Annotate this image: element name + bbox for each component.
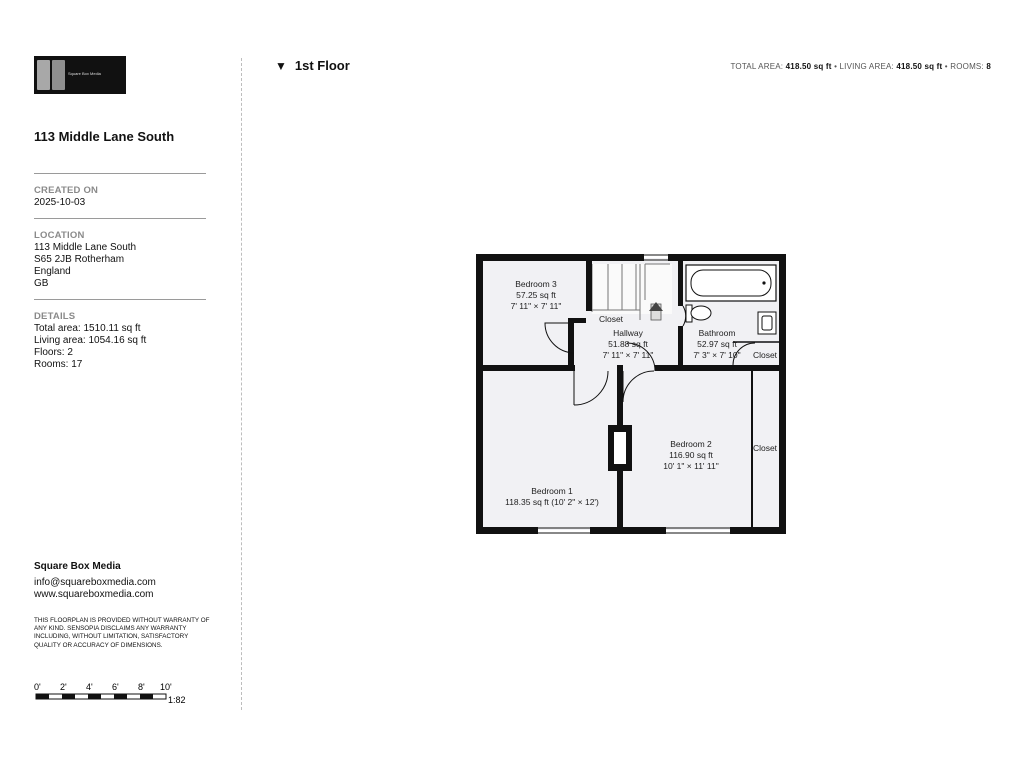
disclaimer-text: THIS FLOORPLAN IS PROVIDED WITHOUT WARRA… xyxy=(34,617,210,649)
hallway-dims: 7' 11" × 7' 11" xyxy=(603,350,654,360)
location-section: LOCATION 113 Middle Lane South S65 2JB R… xyxy=(34,230,136,290)
scale-tick-label: 2' xyxy=(60,682,67,692)
location-line: S65 2JB Rotherham xyxy=(34,254,125,265)
created-section: CREATED ON 2025-10-03 xyxy=(34,185,98,209)
floor-selector[interactable]: ▼ 1st Floor xyxy=(275,58,350,73)
company-logo: Square Box Media xyxy=(34,56,126,94)
details-line: Total area: 1510.11 sq ft xyxy=(34,323,141,334)
doors xyxy=(544,305,756,406)
scale-bar: 0' 2' 4' 6' 8' 10' 1:82 xyxy=(34,682,186,705)
exterior-walls xyxy=(476,254,786,534)
company-email: info@squareboxmedia.com xyxy=(34,577,156,588)
rooms-value: 8 xyxy=(986,62,991,71)
bedroom3-dims: 7' 11" × 7' 11" xyxy=(511,301,562,311)
hallway-area: 51.88 sq ft xyxy=(608,339,648,349)
bathroom-dims: 7' 3" × 7' 10" xyxy=(693,350,740,360)
logo-text: Square Box Media xyxy=(68,71,101,76)
bedroom3-name: Bedroom 3 xyxy=(515,279,557,289)
rooms-label: ROOMS: xyxy=(950,62,984,71)
details-line: Floors: 2 xyxy=(34,347,73,358)
scale-ratio: 1:82 xyxy=(168,695,186,705)
bedroom2-name: Bedroom 2 xyxy=(670,439,712,449)
scale-tick-label: 0' xyxy=(34,682,41,692)
company-website: www.squareboxmedia.com xyxy=(34,589,154,600)
toilet-icon xyxy=(685,304,712,323)
details-line: Rooms: 17 xyxy=(34,359,83,370)
created-value: 2025-10-03 xyxy=(34,197,86,208)
summary-separator: • xyxy=(944,62,948,71)
bedroom2-dims: 10' 1" × 11' 11" xyxy=(663,461,719,471)
hallway-name: Hallway xyxy=(613,328,644,338)
bedroom1-area-dims: 118.35 sq ft (10' 2" × 12') xyxy=(505,497,599,507)
scale-tick-label: 10' xyxy=(160,682,172,692)
total-area-label: TOTAL AREA: xyxy=(730,62,784,71)
total-area-value: 418.50 sq ft xyxy=(785,62,832,71)
closet-label: Closet xyxy=(753,443,778,453)
floor-summary: TOTAL AREA: 418.50 sq ft • LIVING AREA: … xyxy=(730,62,991,71)
details-line: Living area: 1054.16 sq ft xyxy=(34,335,147,346)
details-section: DETAILS Total area: 1510.11 sq ft Living… xyxy=(34,311,146,371)
living-area-label: LIVING AREA: xyxy=(839,62,894,71)
bedroom3-area: 57.25 sq ft xyxy=(516,290,556,300)
bathroom-name: Bathroom xyxy=(699,328,736,338)
property-title: 113 Middle Lane South xyxy=(34,129,175,144)
summary-separator: • xyxy=(834,62,838,71)
divider xyxy=(34,173,206,174)
bathroom-area: 52.97 sq ft xyxy=(697,339,737,349)
stairs-arrow-icon xyxy=(649,302,663,321)
logo-icon xyxy=(37,60,65,90)
divider xyxy=(34,218,206,219)
details-label: DETAILS xyxy=(34,311,76,322)
scale-tick-label: 6' xyxy=(112,682,119,692)
created-label: CREATED ON xyxy=(34,185,99,196)
floor-plan: Bedroom 3 57.25 sq ft 7' 11" × 7' 11" Ha… xyxy=(476,254,786,534)
location-line: England xyxy=(34,266,71,277)
location-label: LOCATION xyxy=(34,230,85,241)
bedroom1-name: Bedroom 1 xyxy=(531,486,573,496)
divider xyxy=(34,299,206,300)
bedroom2-area: 116.90 sq ft xyxy=(669,450,713,460)
floor-name: 1st Floor xyxy=(294,58,350,73)
location-line: 113 Middle Lane South xyxy=(34,242,137,253)
sink-icon xyxy=(757,311,777,335)
company-name: Square Box Media xyxy=(34,561,121,572)
scale-tick-label: 4' xyxy=(86,682,93,692)
scale-tick-label: 8' xyxy=(138,682,145,692)
collapse-triangle-icon[interactable]: ▼ xyxy=(275,59,287,73)
info-sidebar: Square Box Media 113 Middle Lane South C… xyxy=(0,0,242,768)
closet-label: Closet xyxy=(599,314,624,324)
bathtub xyxy=(685,264,777,302)
company-info: Square Box Media info@squareboxmedia.com… xyxy=(34,561,156,601)
closet-label: Closet xyxy=(753,350,778,360)
living-area-value: 418.50 sq ft xyxy=(896,62,943,71)
location-line: GB xyxy=(34,278,49,289)
windows xyxy=(476,254,730,534)
sidebar-divider xyxy=(241,58,242,710)
